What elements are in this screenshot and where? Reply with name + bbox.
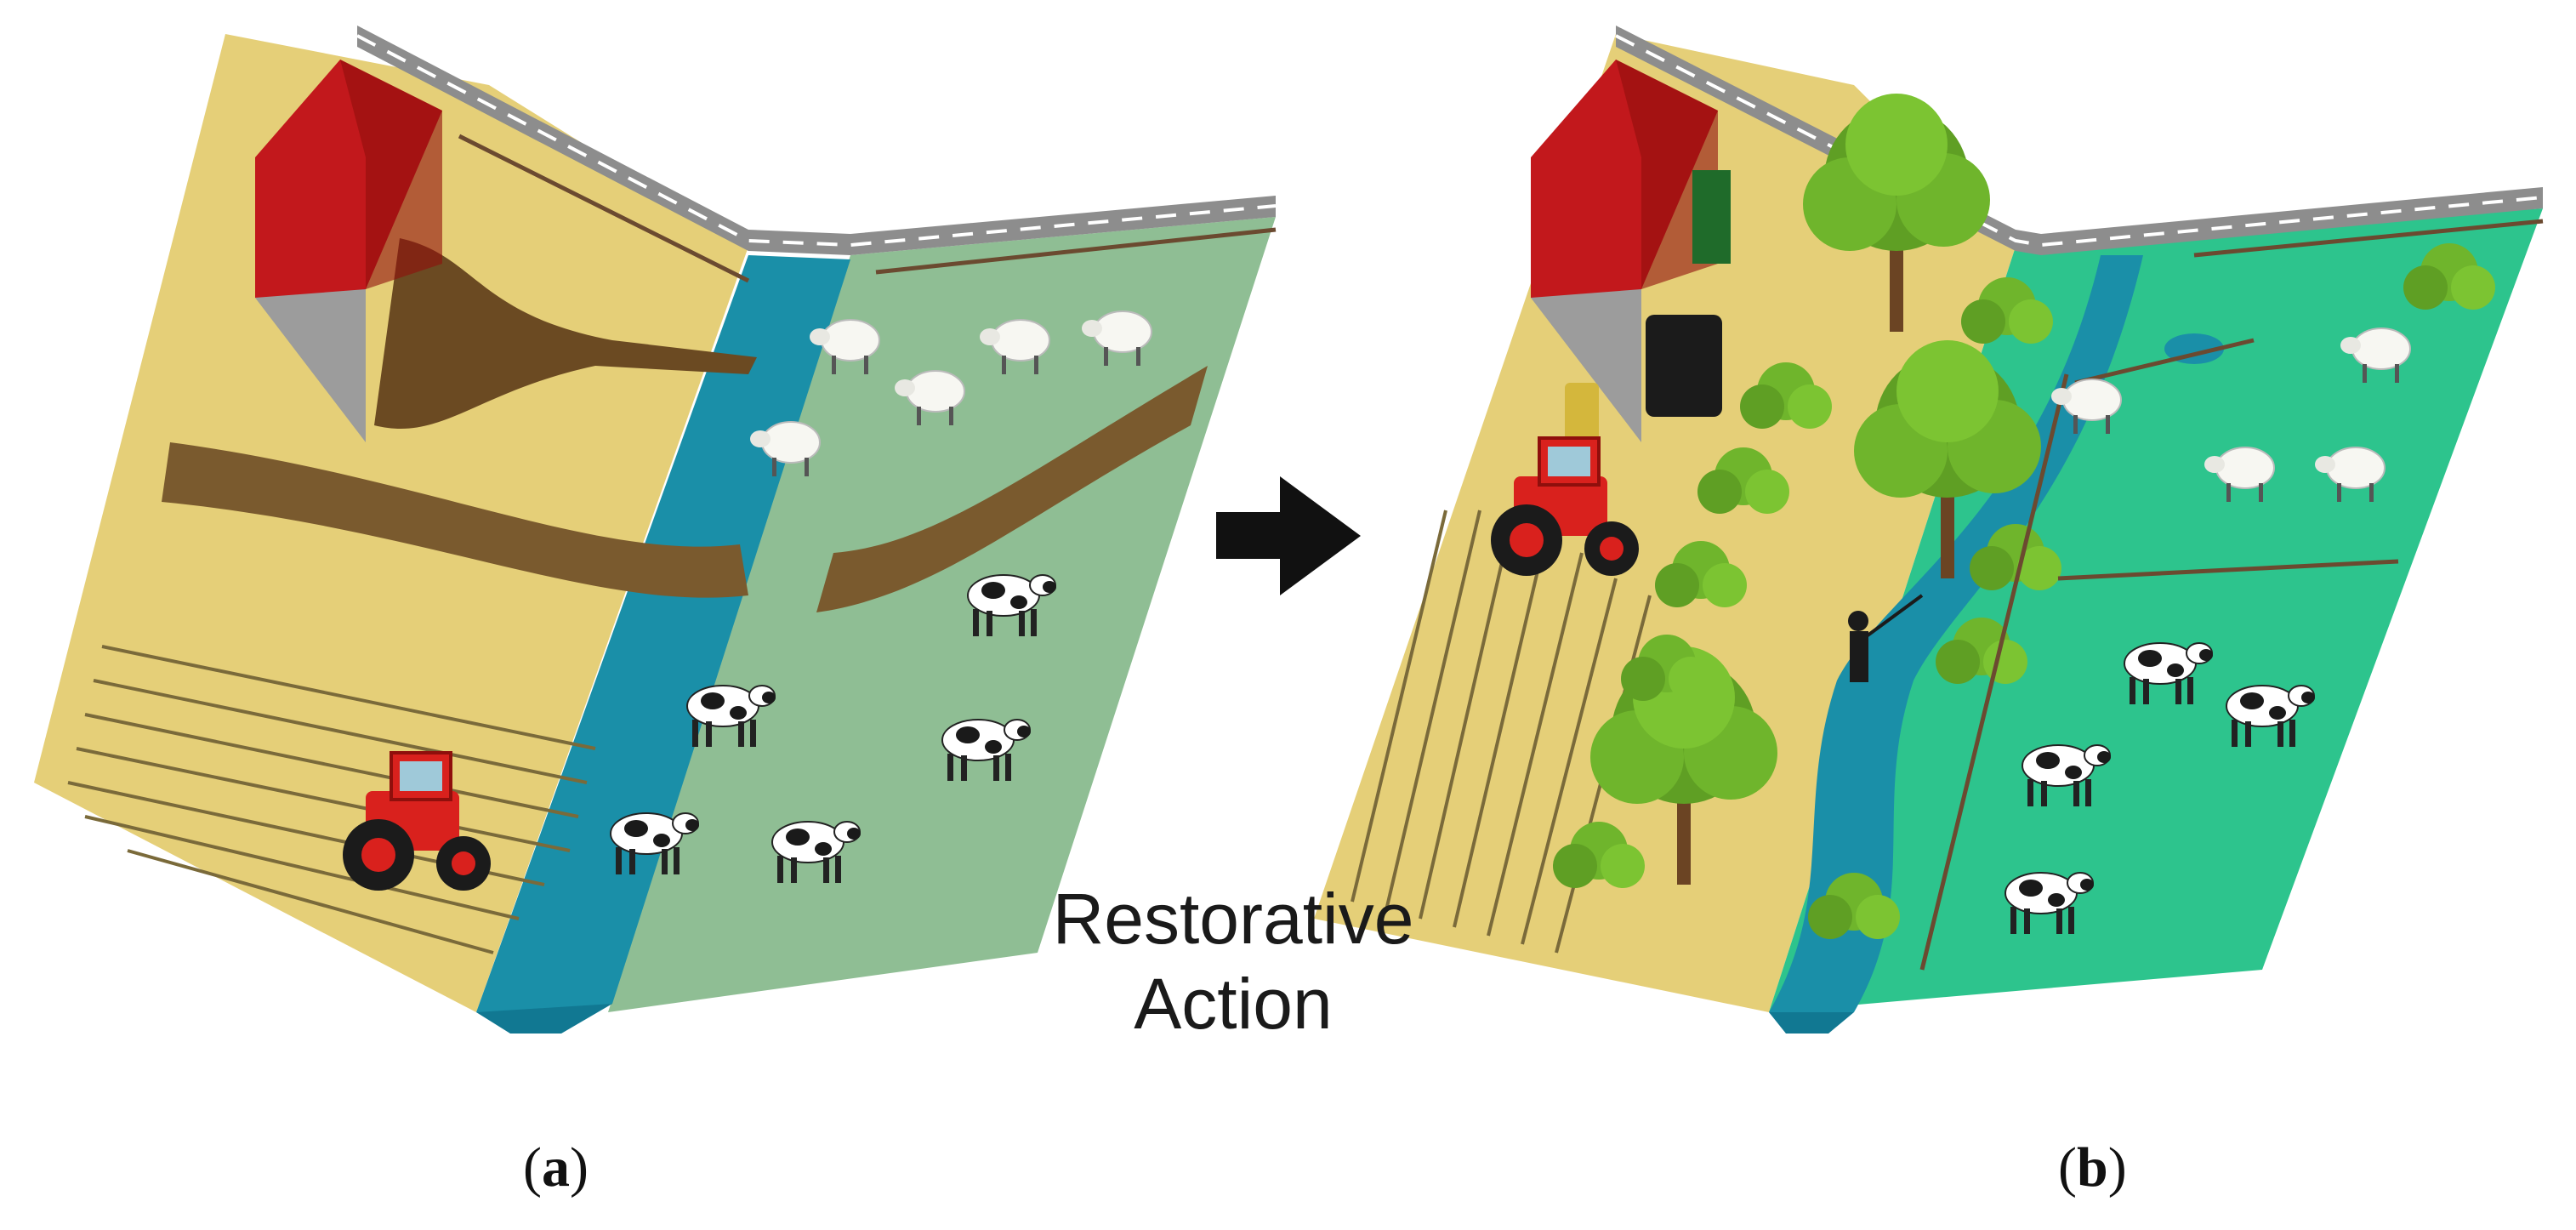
- restorative-action-line2: Action: [1134, 964, 1333, 1044]
- panel-a-caption: (a): [523, 1136, 589, 1199]
- angler-icon: [1848, 594, 1924, 682]
- pasture-field-a: [608, 217, 1276, 1012]
- fence-icon: [458, 134, 1277, 283]
- farm-track-a: [162, 442, 748, 598]
- restorative-action-line1: Restorative: [1052, 879, 1414, 959]
- panel-a-letter: a: [541, 1136, 570, 1199]
- road-b: [1616, 26, 2543, 255]
- restorative-action-label: Restorative Action: [1012, 876, 1454, 1046]
- field-furrows-b: [1351, 510, 1652, 954]
- storage-tank-icon: [1646, 170, 1731, 417]
- panel-a-before: [34, 26, 1277, 1034]
- panel-b-letter: b: [2076, 1136, 2108, 1199]
- field-furrows-a: [67, 645, 596, 954]
- arrow-right-icon: [1216, 476, 1361, 595]
- panel-b-after: [1314, 26, 2544, 1034]
- slurry-runoff-a: [374, 238, 757, 429]
- hay-bale-icon: [1565, 383, 1599, 442]
- panel-b-caption: (b): [2058, 1136, 2127, 1199]
- fence-icon: [1919, 219, 2544, 971]
- barn-icon: [255, 60, 442, 442]
- road-a: [357, 26, 1276, 255]
